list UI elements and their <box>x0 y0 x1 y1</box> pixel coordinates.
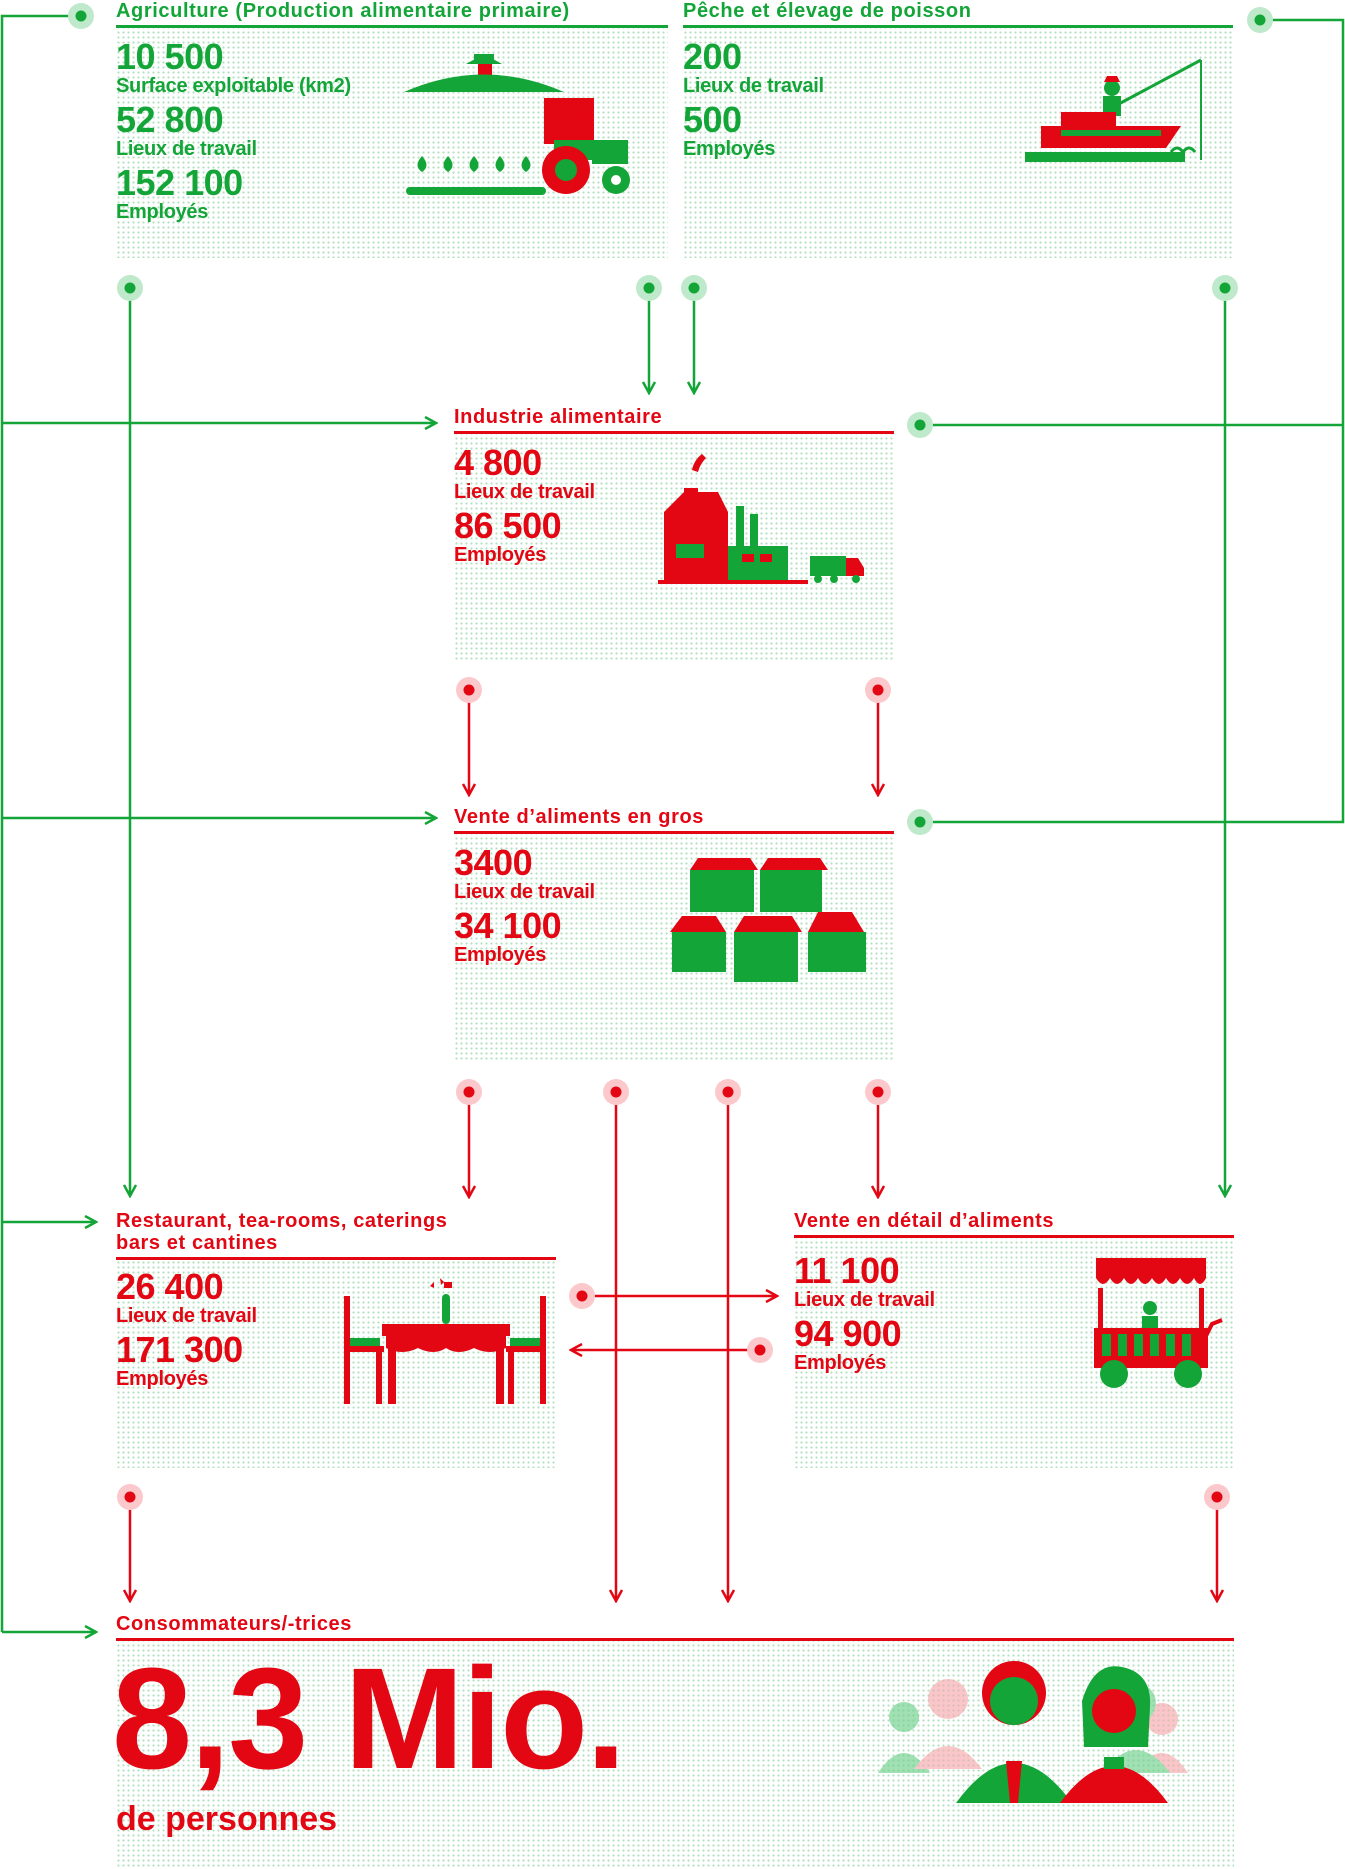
flow-dot <box>117 275 143 301</box>
consumers-label: de personnes <box>116 1800 338 1838</box>
flow-dot <box>865 677 891 703</box>
flow-dot <box>715 1079 741 1105</box>
flow-dot <box>456 677 482 703</box>
flow-dot <box>456 1079 482 1105</box>
agriculture-box: Agriculture (Production alimentaire prim… <box>116 0 668 258</box>
to-consumers-lines <box>130 1497 1217 1601</box>
flow-dot <box>569 1283 595 1309</box>
flow-dot <box>68 3 94 29</box>
red-source-dots <box>117 677 1230 1510</box>
flow-dot <box>747 1337 773 1363</box>
flow-dot <box>117 1484 143 1510</box>
stat-value: 26 400 <box>116 1266 224 1307</box>
stat-value: 11 100 <box>794 1250 900 1291</box>
flow-dot <box>907 412 933 438</box>
stat-label: Employés <box>116 1368 209 1390</box>
industry-title: Industrie alimentaire <box>454 406 894 434</box>
stat-value: 200 <box>683 36 742 77</box>
stat-label: Lieux de travail <box>794 1289 935 1311</box>
stat-value: 3400 <box>454 842 533 883</box>
fishing-boat-icon <box>1025 58 1202 162</box>
retail-title: Vente en détail d’aliments <box>794 1210 1234 1238</box>
consumers-value: 8,3 Mio. <box>112 1638 626 1799</box>
industry-outflow-lines <box>469 690 878 795</box>
fishing-box: Pêche et élevage de poisson 200 Lieux de… <box>683 0 1233 258</box>
restaurant-box: Restaurant, tea-rooms, caterings bars et… <box>116 1210 556 1468</box>
stat-label: Employés <box>794 1352 887 1374</box>
stat-value: 34 100 <box>454 905 562 946</box>
agriculture-stats: 10 500 Surface exploitable (km2) 52 800 … <box>116 36 351 229</box>
flow-dot <box>1247 7 1273 33</box>
stat-value: 500 <box>683 99 742 140</box>
stat-value: 4 800 <box>454 442 542 483</box>
fishing-stats: 200 Lieux de travail 500 Employés <box>683 36 824 166</box>
industry-stats: 4 800 Lieux de travail 86 500 Employés <box>454 442 595 572</box>
flow-dot <box>636 275 662 301</box>
flow-dot <box>1212 275 1238 301</box>
fishing-outflow-lines <box>920 18 1345 1196</box>
retail-stats: 11 100 Lieux de travail 94 900 Employés <box>794 1250 935 1380</box>
consumers-box: Consommateurs/-trices 8,3 Mio. de person… <box>112 1613 1234 1869</box>
stat-label: Lieux de travail <box>454 881 595 903</box>
factory-truck-icon <box>658 454 864 584</box>
restaurant-title-line2: bars et cantines <box>116 1232 278 1254</box>
stat-value: 52 800 <box>116 99 224 140</box>
stat-label: Surface exploitable (km2) <box>116 75 351 97</box>
stat-label: Lieux de travail <box>116 138 257 160</box>
stat-value: 171 300 <box>116 1329 243 1370</box>
agriculture-outflow-lines <box>0 14 694 1632</box>
stacked-boxes-icon <box>670 858 866 982</box>
agriculture-title: Agriculture (Production alimentaire prim… <box>116 0 668 28</box>
restaurant-title: Restaurant, tea-rooms, caterings bars et… <box>116 1210 556 1260</box>
stat-label: Employés <box>454 544 547 566</box>
flow-dot <box>907 809 933 835</box>
industry-box: Industrie alimentaire 4 800 Lieux de tra… <box>454 406 894 662</box>
wholesale-outflow-lines <box>469 1092 878 1601</box>
flow-dot <box>603 1079 629 1105</box>
green-source-dots <box>68 3 1273 835</box>
restaurant-title-line1: Restaurant, tea-rooms, caterings <box>116 1210 448 1232</box>
restaurant-retail-exchange <box>571 1296 777 1350</box>
restaurant-stats: 26 400 Lieux de travail 171 300 Employés <box>116 1266 257 1396</box>
stat-label: Employés <box>116 201 209 223</box>
stat-label: Employés <box>683 138 776 160</box>
fishing-title: Pêche et élevage de poisson <box>683 0 1233 28</box>
stat-value: 86 500 <box>454 505 562 546</box>
tractor-field-icon <box>404 54 630 195</box>
flow-dot <box>865 1079 891 1105</box>
wholesale-stats: 3400 Lieux de travail 34 100 Employés <box>454 842 595 972</box>
flow-dot <box>681 275 707 301</box>
wholesale-title: Vente d’aliments en gros <box>454 806 894 834</box>
market-stall-icon <box>1094 1258 1223 1388</box>
consumers-title: Consommateurs/-trices <box>116 1613 1234 1641</box>
people-group-icon <box>878 1661 1188 1803</box>
retail-box: Vente en détail d’aliments 11 100 Lieux … <box>794 1210 1234 1468</box>
stat-value: 94 900 <box>794 1313 902 1354</box>
stat-label: Lieux de travail <box>454 481 595 503</box>
dining-table-icon <box>344 1278 546 1404</box>
stat-value: 10 500 <box>116 36 224 77</box>
wholesale-box: Vente d’aliments en gros 3400 Lieux de t… <box>454 806 894 1062</box>
stat-label: Employés <box>454 944 547 966</box>
stat-label: Lieux de travail <box>683 75 824 97</box>
stat-value: 152 100 <box>116 162 243 203</box>
stat-label: Lieux de travail <box>116 1305 257 1327</box>
flow-dot <box>1204 1484 1230 1510</box>
